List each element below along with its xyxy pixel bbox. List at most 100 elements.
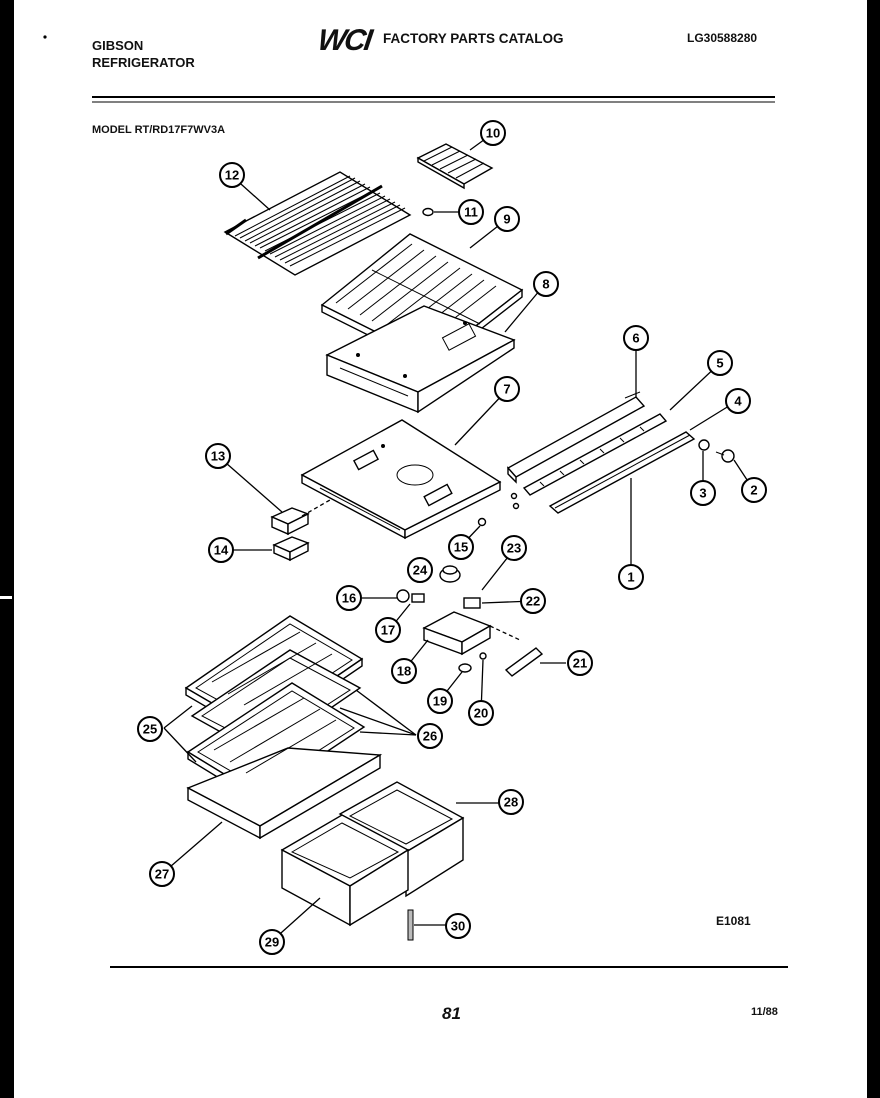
callout-number: 24 xyxy=(413,563,428,578)
callout-circle xyxy=(533,271,559,297)
callout-5: 5 xyxy=(707,350,733,376)
callout-number: 5 xyxy=(716,356,723,371)
rail-screw xyxy=(510,492,518,500)
callout-circle xyxy=(623,325,649,351)
callout-2: 2 xyxy=(741,477,767,503)
callout-circle xyxy=(458,199,484,225)
callout-number: 22 xyxy=(526,594,540,609)
callout-24: 24 xyxy=(407,557,433,583)
callout-number: 21 xyxy=(573,656,587,671)
paper-sheet xyxy=(14,0,867,1098)
left-scan-border xyxy=(0,0,14,1098)
right-scan-border xyxy=(867,0,880,1098)
callout-19: 19 xyxy=(427,688,453,714)
callout-number: 19 xyxy=(433,694,447,709)
callout-circle xyxy=(725,388,751,414)
callout-16: 16 xyxy=(336,585,362,611)
part-14-bracket xyxy=(272,536,310,562)
part-12-wire-shelf xyxy=(223,171,412,276)
callout-circle xyxy=(480,120,506,146)
part-6-rail xyxy=(506,391,646,484)
part-13-bracket xyxy=(270,507,310,536)
part-29-drawer xyxy=(280,814,410,927)
callout-circle xyxy=(468,700,494,726)
callout-circle xyxy=(205,443,231,469)
callout-circle xyxy=(375,617,401,643)
part-4-slide xyxy=(548,431,696,514)
part-18-control-housing xyxy=(422,611,492,656)
callout-8: 8 xyxy=(533,271,559,297)
part-3-nut xyxy=(698,439,710,451)
callout-circle xyxy=(741,477,767,503)
part-20-screw xyxy=(479,652,487,660)
wci-logo: WCI xyxy=(315,24,373,57)
callout-9: 9 xyxy=(494,206,520,232)
callout-number: 11 xyxy=(464,205,478,220)
callout-circle xyxy=(690,480,716,506)
callout-circle xyxy=(520,588,546,614)
callout-30: 30 xyxy=(445,913,471,939)
callout-10: 10 xyxy=(480,120,506,146)
date-code: 11/88 xyxy=(751,1006,778,1018)
callout-circle xyxy=(149,861,175,887)
product-type: REFRIGERATOR xyxy=(92,55,195,70)
part-2-screw xyxy=(715,449,735,463)
callout-circle xyxy=(707,350,733,376)
callout-circle xyxy=(336,585,362,611)
part-21-bracket xyxy=(504,647,544,677)
shelf-hatching xyxy=(211,631,337,774)
callout-number: 7 xyxy=(503,382,510,397)
callout-3: 3 xyxy=(690,480,716,506)
callout-circle xyxy=(417,723,443,749)
part-8-cover-frame xyxy=(325,305,516,414)
callout-number: 1 xyxy=(627,570,634,585)
callout-circle xyxy=(219,162,245,188)
brand-name: GIBSON xyxy=(92,38,144,53)
part-11-clip xyxy=(422,207,434,217)
scan-mark xyxy=(0,596,12,599)
callout-number: 16 xyxy=(342,591,356,606)
callout-number: 17 xyxy=(381,623,395,638)
callout-23: 23 xyxy=(501,535,527,561)
callout-number: 13 xyxy=(211,449,225,464)
scan-dot xyxy=(43,35,47,39)
callout-number: 14 xyxy=(214,543,229,558)
callout-4: 4 xyxy=(725,388,751,414)
callout-11: 11 xyxy=(458,199,484,225)
catalog-number: LG30588280 xyxy=(687,31,758,45)
callout-15: 15 xyxy=(448,534,474,560)
callout-25: 25 xyxy=(137,716,163,742)
callout-circle xyxy=(448,534,474,560)
callout-number: 6 xyxy=(632,331,639,346)
callout-number: 3 xyxy=(699,486,706,501)
callout-29: 29 xyxy=(259,929,285,955)
callout-number: 12 xyxy=(225,168,239,183)
callout-18: 18 xyxy=(391,658,417,684)
callout-number: 8 xyxy=(542,277,549,292)
callout-circle xyxy=(618,564,644,590)
callout-21: 21 xyxy=(567,650,593,676)
callout-circle xyxy=(567,650,593,676)
part-27-crisper-shelf xyxy=(186,747,383,840)
callout-17: 17 xyxy=(375,617,401,643)
callout-26: 26 xyxy=(417,723,443,749)
part-10-small-rack xyxy=(416,143,494,190)
callout-number: 2 xyxy=(750,483,757,498)
callout-circle xyxy=(407,557,433,583)
callout-circle xyxy=(137,716,163,742)
callout-7: 7 xyxy=(494,376,520,402)
callout-number: 20 xyxy=(474,706,488,721)
callout-number: 9 xyxy=(503,212,510,227)
callout-number: 29 xyxy=(265,935,279,950)
part-22-thermostat xyxy=(463,597,481,609)
callout-circle xyxy=(259,929,285,955)
callout-20: 20 xyxy=(468,700,494,726)
diagram-code: E1081 xyxy=(716,914,751,928)
callout-1: 1 xyxy=(618,564,644,590)
catalog-title: FACTORY PARTS CATALOG xyxy=(383,31,564,46)
rail-screw xyxy=(512,502,520,510)
callout-circle xyxy=(427,688,453,714)
callout-circle xyxy=(498,789,524,815)
